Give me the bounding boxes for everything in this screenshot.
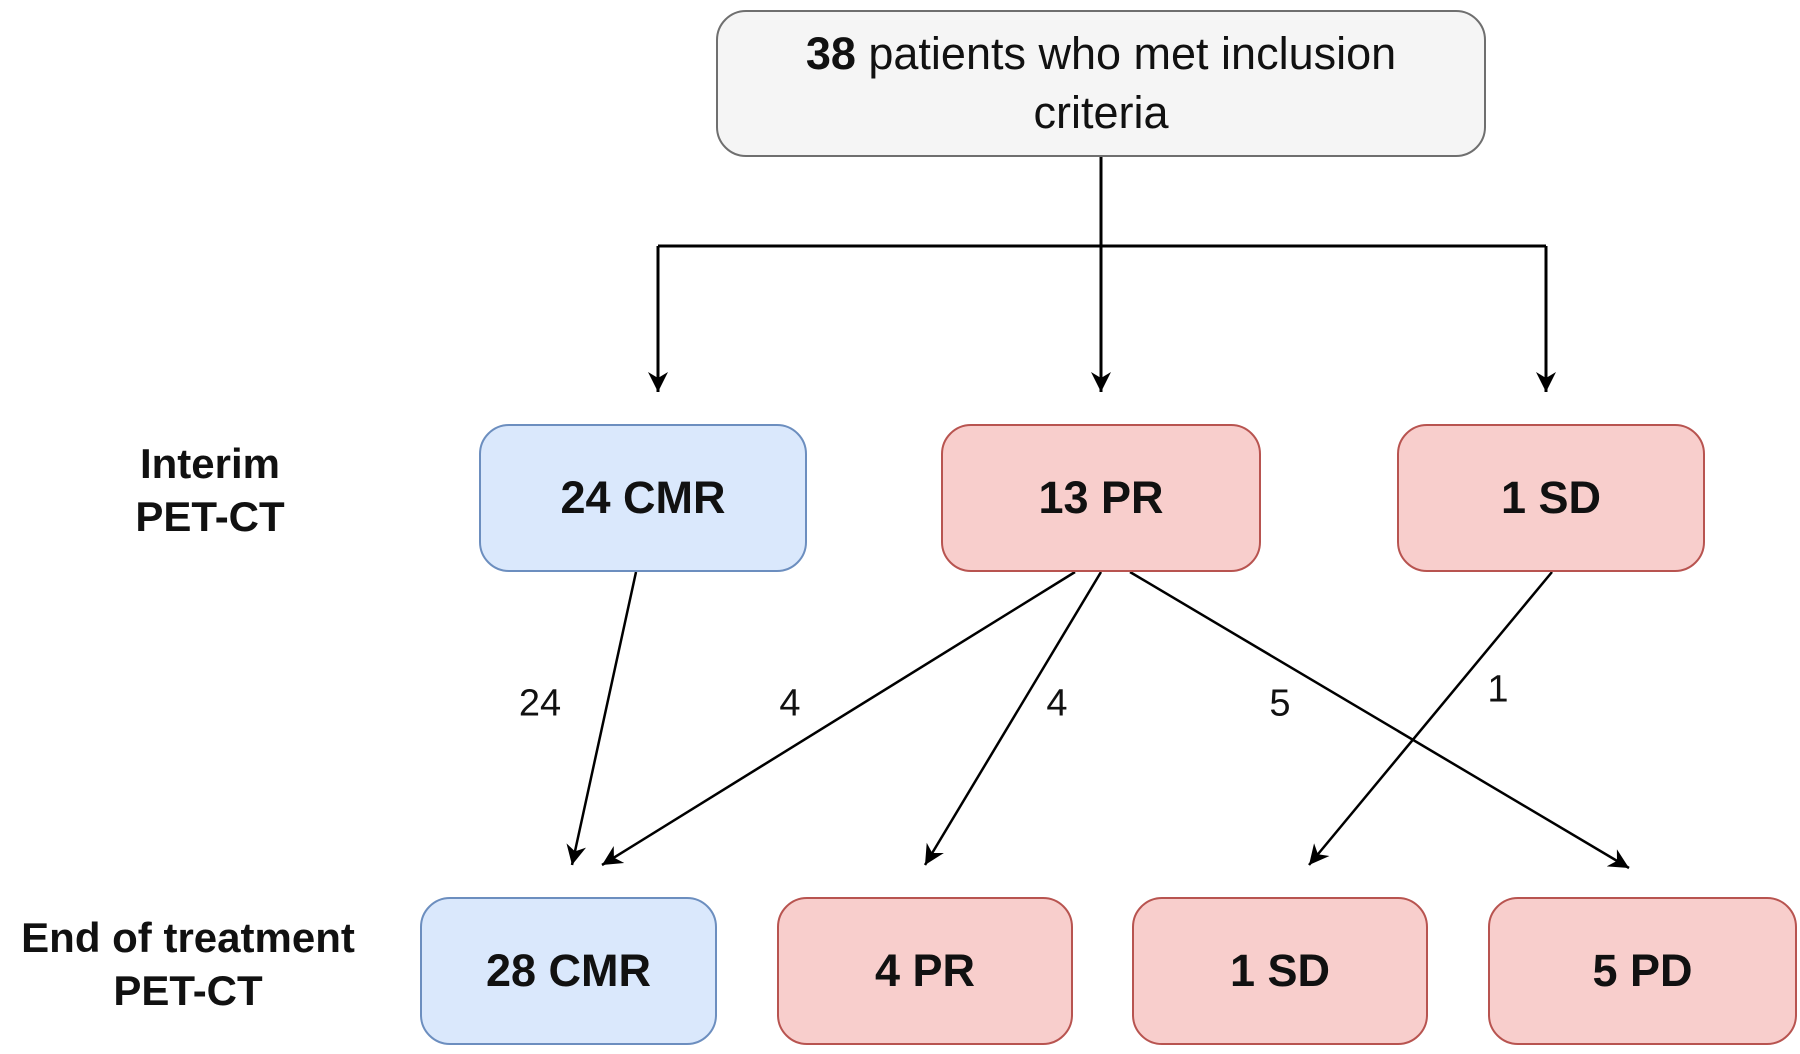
stage-interim-line2: PET-CT bbox=[135, 492, 285, 540]
end-cmr-box: 28 CMR bbox=[420, 897, 717, 1045]
arrow-pr-to-pd bbox=[1129, 570, 1630, 870]
flow-label-pr-to-pr: 4 bbox=[1042, 682, 1072, 726]
inclusion-label: patients who met inclusion criteria bbox=[855, 28, 1397, 138]
stage-label-interim: Interim PET-CT bbox=[80, 438, 340, 543]
flow-label-pr-to-pd: 5 bbox=[1265, 682, 1295, 726]
interim-sd-box: 1 SD bbox=[1397, 424, 1705, 572]
end-pr-box: 4 PR bbox=[777, 897, 1073, 1045]
interim-pr-box: 13 PR bbox=[941, 424, 1261, 572]
interim-cmr-box: 24 CMR bbox=[479, 424, 807, 572]
patient-count: 38 bbox=[805, 28, 856, 79]
arrow-pr-to-cmr bbox=[601, 570, 1076, 867]
flow-label-pr-to-cmr: 4 bbox=[775, 682, 805, 726]
stage-interim-line1: Interim bbox=[139, 440, 281, 487]
arrow-cmr-to-cmr bbox=[566, 571, 638, 866]
flow-label-cmr-to-cmr: 24 bbox=[514, 682, 566, 726]
stage-end-line1: End of treatment bbox=[21, 914, 355, 961]
arrow-sd-to-sd bbox=[1308, 571, 1553, 866]
flow-label-sd-to-sd: 1 bbox=[1483, 668, 1513, 712]
end-sd-box: 1 SD bbox=[1132, 897, 1428, 1045]
arrow-pr-to-pr bbox=[923, 571, 1103, 866]
stage-end-line2: PET-CT bbox=[113, 966, 263, 1014]
inclusion-box: 38 patients who met inclusion criteria bbox=[716, 10, 1486, 157]
inclusion-text: 38 patients who met inclusion criteria bbox=[758, 25, 1444, 142]
stage-label-end: End of treatment PET-CT bbox=[0, 912, 376, 1017]
end-pd-box: 5 PD bbox=[1488, 897, 1797, 1045]
